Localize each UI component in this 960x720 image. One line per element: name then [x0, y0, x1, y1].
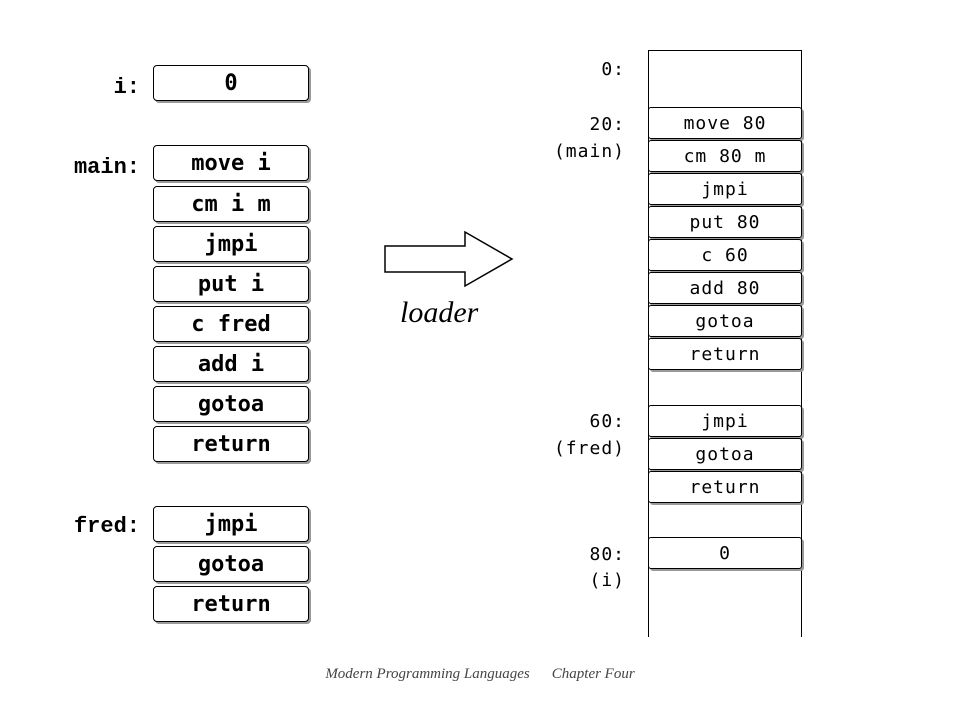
memory-cell-main: c 60 [648, 239, 802, 271]
main-instruction: jmpi [153, 226, 309, 262]
loader-arrow-icon [384, 230, 514, 288]
main-instruction: return [153, 426, 309, 462]
address-20: 20: [589, 114, 625, 135]
label-i: i: [113, 75, 140, 100]
fred-instruction: return [153, 586, 309, 622]
memory-cell-main: cm 80 m [648, 140, 802, 172]
memory-cell-fred: gotoa [648, 438, 802, 470]
address-main-name: (main) [553, 141, 625, 162]
memory-cell-fred: return [648, 471, 802, 503]
footer: Modern Programming Languages Chapter Four [0, 666, 960, 683]
main-instruction: put i [153, 266, 309, 302]
fred-instruction: gotoa [153, 546, 309, 582]
address-i-name: (i) [589, 570, 625, 591]
address-60: 60: [589, 411, 625, 432]
cell-i: 0 [153, 65, 309, 101]
loader-label: loader [400, 296, 479, 329]
label-main: main: [73, 155, 140, 180]
memory-cell-i: 0 [648, 537, 802, 569]
main-instruction: c fred [153, 306, 309, 342]
footer-book-title: Modern Programming Languages [325, 666, 530, 682]
fred-instruction: jmpi [153, 506, 309, 542]
address-80: 80: [589, 544, 625, 565]
memory-cell-main: jmpi [648, 173, 802, 205]
memory-cell-main: return [648, 338, 802, 370]
main-instruction: add i [153, 346, 309, 382]
footer-chapter: Chapter Four [551, 666, 635, 682]
memory-cell-main: gotoa [648, 305, 802, 337]
memory-cell-main: add 80 [648, 272, 802, 304]
memory-cell-fred: jmpi [648, 405, 802, 437]
main-instruction: gotoa [153, 386, 309, 422]
address-fred-name: (fred) [553, 438, 625, 459]
main-instruction: move i [153, 145, 309, 181]
label-fred: fred: [73, 514, 140, 539]
address-0: 0: [601, 59, 625, 80]
memory-cell-main: put 80 [648, 206, 802, 238]
main-instruction: cm i m [153, 186, 309, 222]
memory-cell-main: move 80 [648, 107, 802, 139]
